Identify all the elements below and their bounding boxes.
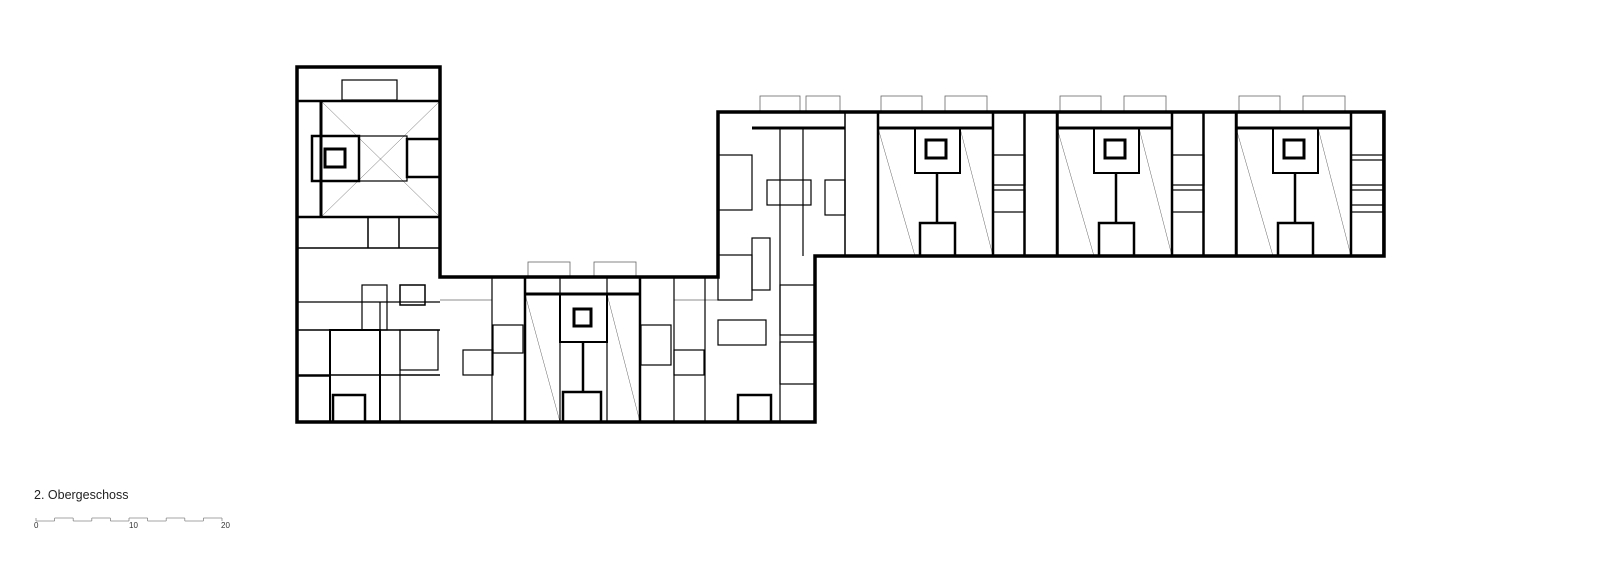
- bathroom: [717, 319, 767, 346]
- bay: [331, 393, 367, 424]
- bathroom: [462, 349, 494, 376]
- stair-core: [1272, 127, 1319, 174]
- room: [717, 154, 753, 211]
- balcony: [944, 95, 988, 113]
- scale-label-20: 20: [221, 521, 230, 530]
- balcony: [593, 261, 637, 278]
- bathroom: [673, 349, 705, 376]
- stair: [992, 154, 1026, 186]
- stair-core: [1093, 127, 1140, 174]
- room: [1350, 159, 1385, 206]
- stair-eye: [572, 307, 593, 328]
- stair-core: [914, 127, 961, 174]
- balcony: [880, 95, 923, 113]
- void-diagonal: [320, 100, 441, 218]
- stair-eye: [1103, 138, 1127, 160]
- balcony: [805, 95, 841, 113]
- scale-label-10: 10: [129, 521, 138, 530]
- plan-thin-lines: [320, 95, 1352, 423]
- plan-walls: [295, 65, 1386, 424]
- void-diagonal: [606, 293, 641, 423]
- bathroom: [640, 324, 672, 366]
- stair-eye: [924, 138, 948, 160]
- balcony: [759, 95, 801, 113]
- scale-bar: [35, 517, 223, 522]
- bay: [561, 390, 603, 424]
- void-diagonal: [1138, 127, 1173, 257]
- void-diagonal: [877, 127, 916, 257]
- bathroom: [399, 329, 439, 371]
- void-diagonal: [1317, 127, 1352, 257]
- void-diagonal: [959, 127, 994, 257]
- room: [399, 284, 426, 306]
- room: [358, 135, 408, 182]
- balcony: [527, 261, 571, 278]
- balcony: [1059, 95, 1102, 113]
- room: [559, 293, 608, 343]
- bathroom: [992, 189, 1026, 213]
- bathroom: [341, 79, 398, 101]
- bathroom: [1171, 189, 1205, 213]
- void-diagonal: [1235, 127, 1274, 257]
- floor-title: 2. Obergeschoss: [34, 488, 129, 502]
- balcony: [1302, 95, 1346, 113]
- stair: [1171, 154, 1205, 186]
- balcony: [1238, 95, 1281, 113]
- room: [329, 329, 381, 423]
- scale-label-0: 0: [34, 521, 39, 530]
- bathroom: [1350, 189, 1384, 213]
- room: [405, 137, 442, 179]
- stair: [361, 284, 388, 331]
- building-outline: [295, 65, 1386, 424]
- bay: [1276, 221, 1315, 258]
- room: [717, 254, 753, 301]
- stair: [751, 237, 771, 291]
- stair-eye: [323, 147, 347, 169]
- room: [779, 341, 816, 385]
- stair-core: [310, 134, 361, 183]
- balcony: [1123, 95, 1167, 113]
- bay: [1097, 221, 1136, 258]
- bay: [736, 393, 773, 424]
- void-diagonal: [1056, 127, 1095, 257]
- room: [779, 284, 816, 336]
- bathroom: [766, 179, 812, 206]
- void-diagonal: [524, 293, 561, 423]
- stair: [492, 324, 524, 354]
- stair-eye: [1282, 138, 1306, 160]
- bay: [918, 221, 957, 258]
- room: [824, 179, 846, 216]
